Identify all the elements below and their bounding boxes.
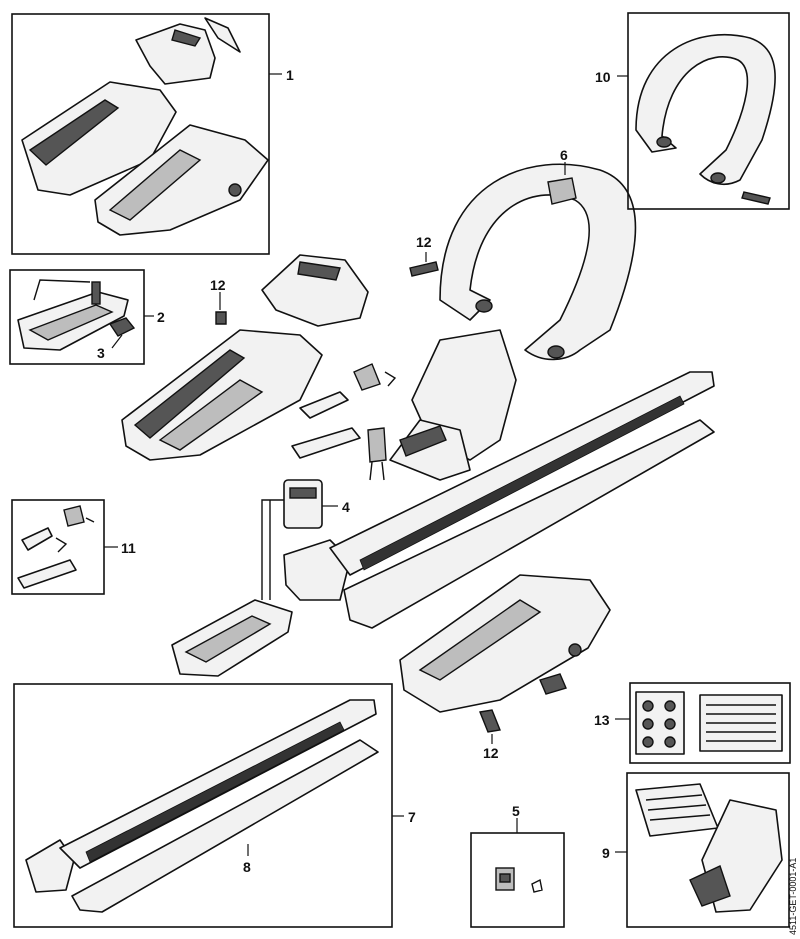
callout-9: 9 (602, 845, 610, 861)
electronics-board-assembled-part (171, 599, 293, 677)
callout-13: 13 (594, 712, 610, 728)
upper-housing-part (121, 254, 369, 461)
group-box-5 (470, 832, 565, 928)
hand-guard-label-part (635, 783, 783, 913)
screw-part (409, 261, 439, 277)
label-set-part (635, 691, 783, 755)
callout-10: 10 (595, 69, 611, 85)
lower-housing-part (399, 574, 611, 713)
screw-part (479, 709, 501, 733)
callout-1: 1 (286, 67, 294, 83)
switch-levers-part (291, 363, 397, 481)
callout-12-mid: 12 (416, 234, 432, 250)
callout-4: 4 (342, 499, 350, 515)
callout-8: 8 (243, 859, 251, 875)
hand-guard-part (389, 329, 517, 481)
callout-12-top: 12 (210, 277, 226, 293)
group-box-1 (11, 13, 270, 255)
gearbox-blade-part (283, 371, 715, 629)
callout-6: 6 (560, 147, 568, 163)
callout-3: 3 (97, 345, 105, 361)
group-box-10 (627, 12, 790, 210)
front-handle-part (439, 163, 637, 361)
group-box-9 (626, 772, 790, 928)
callout-12-bottom: 12 (483, 745, 499, 761)
callout-11: 11 (121, 540, 136, 556)
switch-kit-part (17, 505, 95, 589)
motor-part (261, 479, 323, 600)
group-box-2 (9, 269, 145, 365)
group-box-7 (13, 683, 393, 928)
blade-assembly-part (25, 699, 379, 913)
callout-5: 5 (512, 803, 520, 819)
callout-2: 2 (157, 309, 165, 325)
housing-halves-part (21, 17, 269, 236)
drawing-code: 4511-GET-0001-A1 (788, 858, 798, 935)
screw-part (215, 311, 227, 325)
group-box-13 (629, 682, 791, 764)
electronics-board-part (17, 279, 136, 351)
callout-7: 7 (408, 809, 416, 825)
rear-handle-part (635, 34, 776, 205)
small-parts-part (495, 867, 543, 893)
